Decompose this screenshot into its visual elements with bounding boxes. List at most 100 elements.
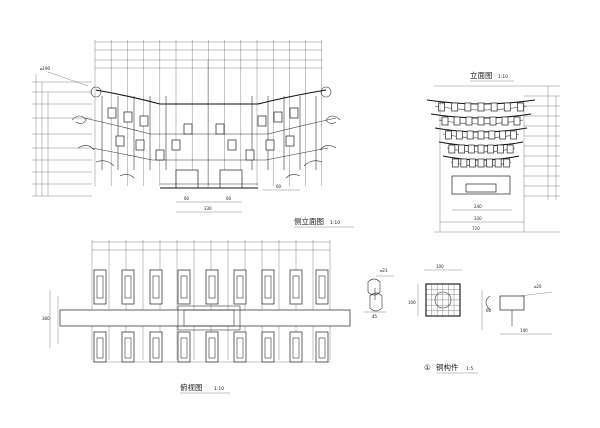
plan-bracket xyxy=(205,269,219,305)
bracket-block xyxy=(517,102,524,112)
bracket-block xyxy=(467,144,475,154)
plan-bracket-inner xyxy=(292,337,300,359)
plan-bracket xyxy=(261,269,275,305)
dim-label: 60 xyxy=(184,196,190,201)
bracket-block xyxy=(183,123,193,135)
plan-bracket-inner xyxy=(318,337,326,359)
bracket-block xyxy=(448,144,456,154)
bracket-block xyxy=(494,158,502,168)
dim-label: 330 xyxy=(474,216,482,221)
front-elevation-drawing: 240 330 720 立面图 1:10 xyxy=(426,70,560,233)
bracket-block xyxy=(503,102,511,112)
bracket-block xyxy=(464,102,472,112)
bracket-block xyxy=(477,102,485,112)
plan-bracket-inner xyxy=(292,275,300,299)
bracket-block xyxy=(115,135,125,147)
side-elevation-scale: 1:10 xyxy=(330,220,340,226)
plan-bracket-inner xyxy=(180,275,188,299)
bracket-block xyxy=(289,107,299,119)
bracket-block xyxy=(265,139,275,151)
bracket-block xyxy=(460,158,468,168)
bracket-block xyxy=(215,123,225,135)
bracket-block xyxy=(489,116,497,126)
diameter-label: ⌀23 xyxy=(380,268,388,273)
dim-label: 330 xyxy=(204,206,212,211)
plan-bracket xyxy=(205,331,219,363)
bracket-block xyxy=(135,139,145,151)
detail-scale: 1:5 xyxy=(466,366,473,372)
bracket-block xyxy=(487,144,495,154)
dim-label: 100 xyxy=(436,264,444,269)
bracket-block xyxy=(285,135,295,147)
dim-label: 60 xyxy=(226,196,232,201)
dim-label: 140 xyxy=(520,328,528,333)
bracket-block xyxy=(245,149,255,161)
diameter-label: ⌀190 xyxy=(40,66,50,71)
plan-bracket xyxy=(261,331,275,363)
dim-label: 100 xyxy=(408,300,416,305)
bracket-block xyxy=(501,116,509,126)
detail-drawings: ⌀23 45 100 100 ⌀20 140 60 ① 铜构件 1:5 xyxy=(364,264,553,374)
bracket-block xyxy=(497,144,504,154)
plan-bracket xyxy=(121,331,135,363)
bracket-block xyxy=(227,139,237,151)
plan-bracket xyxy=(149,331,163,363)
plan-view-title: 俯视图 xyxy=(180,382,203,392)
plan-bracket-inner xyxy=(236,275,244,299)
dim-label: 240 xyxy=(474,204,482,209)
bracket-block xyxy=(455,130,463,140)
plan-bracket xyxy=(93,269,107,305)
plan-bracket-inner xyxy=(180,337,188,359)
bracket-block xyxy=(171,139,181,151)
plan-bracket xyxy=(177,269,191,305)
plan-bracket xyxy=(289,331,303,363)
diameter-label: ⌀20 xyxy=(534,284,542,289)
bracket-block xyxy=(499,130,507,140)
bracket-block xyxy=(469,158,476,168)
bracket-block xyxy=(438,102,445,112)
plan-bracket-inner xyxy=(318,275,326,299)
front-elevation-title: 立面图 xyxy=(470,70,493,80)
plan-bracket xyxy=(289,269,303,305)
plan-bracket xyxy=(121,269,135,305)
bracket-block xyxy=(513,116,521,126)
bracket-block xyxy=(445,130,452,140)
side-elevation-title: 侧立面图 xyxy=(294,216,324,226)
bracket-block xyxy=(477,130,485,140)
plan-bracket-inner xyxy=(264,275,272,299)
dim-label: 360 xyxy=(42,316,50,321)
bracket-block xyxy=(155,149,165,161)
bracket-block xyxy=(441,116,449,126)
bracket-block xyxy=(490,102,498,112)
bracket-block xyxy=(257,115,267,127)
plan-bracket xyxy=(93,331,107,363)
front-elevation-scale: 1:10 xyxy=(498,74,508,80)
bracket-block xyxy=(451,102,459,112)
plan-bracket-inner xyxy=(208,337,216,359)
bracket-block xyxy=(458,144,465,154)
bracket-block xyxy=(477,158,485,168)
dim-label: 60 xyxy=(486,308,492,313)
bracket-block xyxy=(123,111,133,123)
detail-marker: ① xyxy=(424,363,431,372)
bracket-block xyxy=(503,158,511,168)
bracket-block xyxy=(466,130,474,140)
side-elevation-drawing: 60 60 330 60 ⌀190 侧立面图 1:10 xyxy=(32,40,354,228)
bracket-block xyxy=(451,158,459,168)
plan-bracket xyxy=(149,269,163,305)
bracket-block xyxy=(139,115,149,127)
bracket-block xyxy=(506,144,514,154)
plan-bracket-inner xyxy=(96,275,104,299)
plan-view-scale: 1:10 xyxy=(214,386,224,392)
plan-bracket-inner xyxy=(208,275,216,299)
bracket-block xyxy=(477,144,485,154)
plan-view-drawing: 360 俯视图 1:10 xyxy=(42,240,351,394)
dim-label: 45 xyxy=(372,314,378,319)
plan-bracket xyxy=(315,331,329,363)
bracket-block xyxy=(273,111,283,123)
bracket-block xyxy=(486,158,493,168)
plan-bracket xyxy=(233,269,247,305)
plan-bracket-inner xyxy=(264,337,272,359)
plan-bracket-inner xyxy=(124,337,132,359)
